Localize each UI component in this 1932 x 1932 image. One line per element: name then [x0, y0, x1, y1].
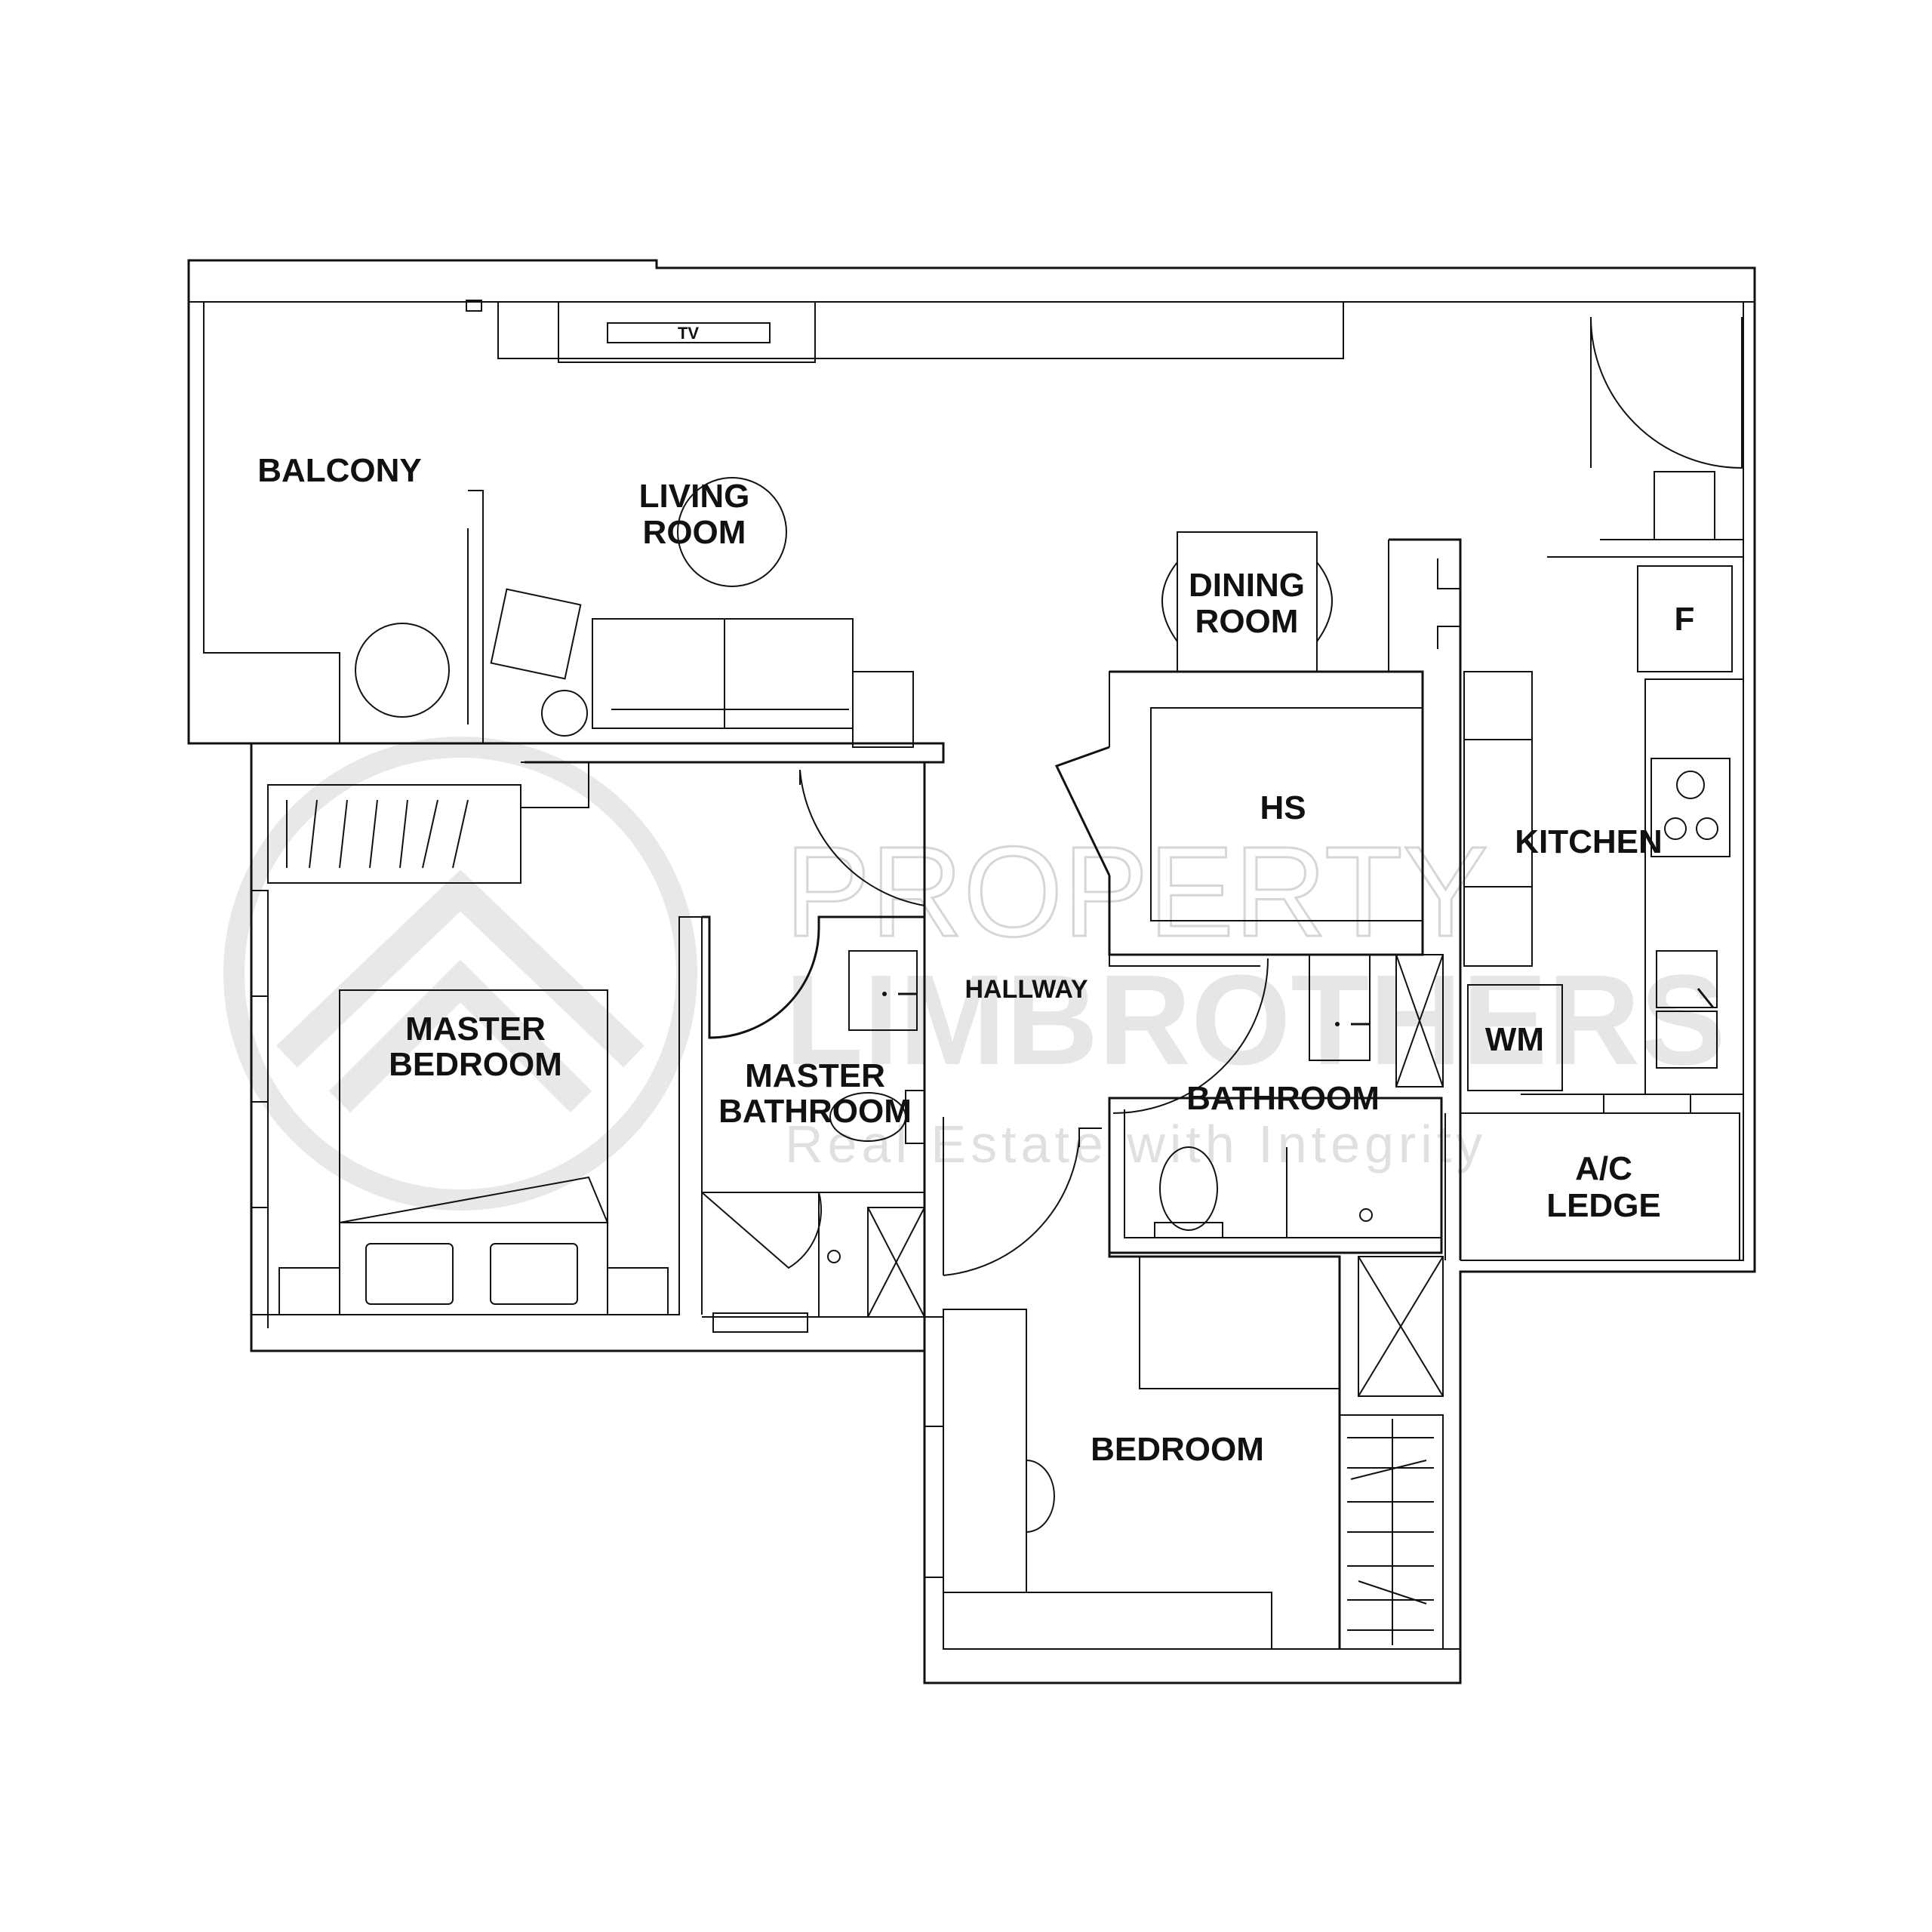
master-bedroom-label-1: MASTER	[405, 1011, 546, 1048]
balcony-label: BALCONY	[257, 452, 422, 489]
master-bathroom-label-2: BATHROOM	[718, 1093, 912, 1130]
washing-machine	[1467, 984, 1563, 1091]
pillow-left	[365, 1243, 454, 1305]
balcony-door	[467, 490, 484, 743]
toilet	[1159, 1146, 1218, 1231]
watermark-line1: PROPERTY	[785, 820, 1488, 964]
dining-chair-left	[1161, 561, 1178, 642]
fridge	[1637, 565, 1733, 672]
master-shower-door[interactable]	[701, 1192, 823, 1317]
living-room-label-2: ROOM	[643, 514, 746, 551]
tv-console	[497, 301, 816, 359]
side-table	[852, 671, 914, 748]
master-bathroom-label-1: MASTER	[745, 1057, 885, 1094]
bedroom-bench	[943, 1592, 1272, 1650]
master-shaft	[867, 1207, 925, 1318]
cooktop	[1651, 758, 1730, 857]
watermark: PROPERTY LIMBROTHERS Real Estate with In…	[223, 737, 1726, 1211]
wm-label: WM	[1485, 1021, 1544, 1058]
bathroom-sink	[1309, 954, 1371, 1061]
bedroom-shaft	[1358, 1256, 1444, 1397]
desk-chair	[1026, 1460, 1055, 1533]
balcony-table	[355, 623, 450, 718]
lamp-table	[541, 690, 588, 737]
fridge-label: F	[1675, 601, 1695, 638]
bedroom-label: BEDROOM	[1091, 1431, 1264, 1468]
bathroom-door-swing[interactable]	[1112, 958, 1269, 1114]
kitchen-label: KITCHEN	[1515, 823, 1663, 860]
master-bathroom: MASTER BATHROOM	[701, 915, 925, 1318]
bedroom-wardrobe	[1339, 1414, 1444, 1650]
sofa-cushions	[611, 619, 849, 728]
kitchen-area: F WM KITCHEN A/C LEDGE	[1109, 471, 1744, 1260]
pillow-right	[490, 1243, 578, 1305]
watermark-logo-mark	[276, 869, 645, 1113]
master-sink	[848, 950, 918, 1031]
coffee-table	[677, 477, 787, 587]
dining-room-label-2: ROOM	[1195, 603, 1299, 640]
bathroom-label: BATHROOM	[1186, 1080, 1380, 1117]
bedroom-door[interactable]	[943, 1117, 1080, 1276]
armchair	[490, 588, 582, 680]
kitchen-sink	[1656, 950, 1718, 1008]
wall-cabinet	[814, 301, 1344, 359]
dining-chair-right	[1316, 561, 1333, 642]
master-wardrobe	[267, 784, 521, 884]
hs-inner	[1150, 707, 1423, 921]
bedroom: BEDROOM	[923, 1253, 1460, 1683]
tv-label: TV	[678, 324, 699, 343]
kitchen-cabinet	[1463, 671, 1533, 967]
bedside-left	[278, 1267, 340, 1315]
living-room-label-1: LIVING	[639, 478, 750, 515]
common-bathroom: BATHROOM	[1078, 954, 1444, 1254]
hallway-label: HALLWAY	[964, 975, 1088, 1004]
watermark-tagline: Real Estate with Integrity	[785, 1115, 1487, 1174]
bedside-right	[607, 1267, 669, 1315]
floor-trap	[1359, 1208, 1373, 1222]
shaft	[1395, 954, 1444, 1088]
dining-room-label-1: DINING	[1189, 567, 1305, 604]
ac-ledge-label-2: LEDGE	[1546, 1187, 1661, 1224]
tv-unit	[558, 301, 816, 363]
tv-screen	[607, 322, 771, 343]
kitchen-counter	[1644, 678, 1744, 1095]
master-bedroom: MASTER BEDROOM	[251, 742, 945, 1352]
sofa	[592, 618, 854, 729]
hs-label: HS	[1260, 789, 1306, 826]
bedroom-bed-area	[1139, 1256, 1340, 1389]
entrance-door[interactable]	[1590, 316, 1743, 469]
living-room-furniture: TV	[355, 300, 1344, 748]
bedroom-desk	[943, 1309, 1027, 1593]
ac-ledge-label-1: A/C	[1575, 1150, 1632, 1187]
master-bedroom-label-2: BEDROOM	[389, 1046, 562, 1083]
